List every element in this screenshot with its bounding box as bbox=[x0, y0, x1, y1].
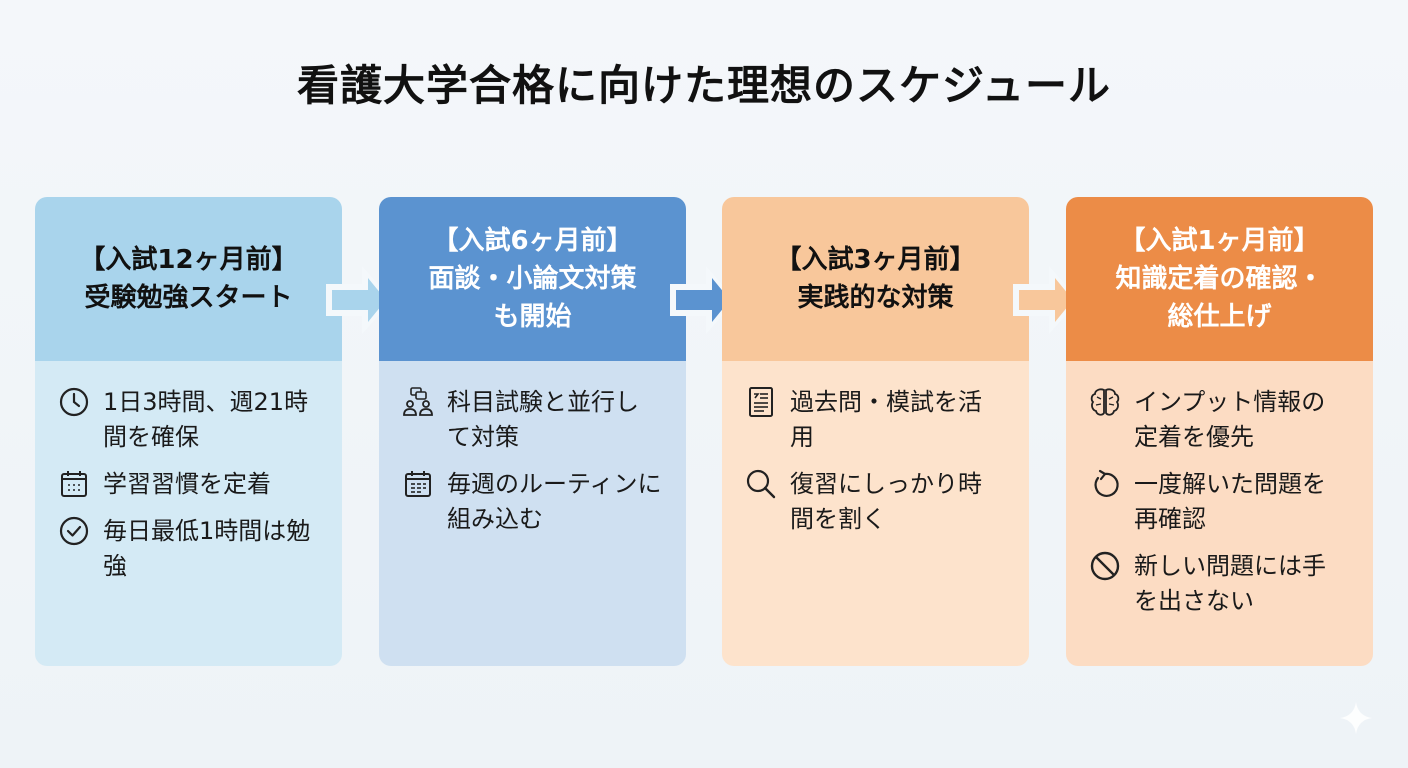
list-item: 一度解いた問題を再確認 bbox=[1088, 467, 1373, 537]
search-icon bbox=[744, 467, 778, 501]
stage-title: 面談・小論文対策 bbox=[428, 264, 637, 294]
stage-body: 1日3時間、週21時間を確保 学習習慣を定着 毎日最低1時間は勉強 bbox=[35, 361, 342, 666]
stage-body: 科目試験と並行して対策 毎週のルーティンに組み込む bbox=[379, 361, 686, 666]
stage-period: 【入試6ヶ月前】 bbox=[432, 226, 633, 256]
clock-icon bbox=[57, 385, 91, 419]
item-text: 一度解いた問題を再確認 bbox=[1134, 470, 1326, 533]
undo-icon bbox=[1088, 467, 1122, 501]
list-item: 毎週のルーティンに組み込む bbox=[401, 467, 686, 537]
item-text: 科目試験と並行して対策 bbox=[447, 388, 639, 451]
stage-header: 【入試6ヶ月前】 面談・小論文対策 も開始 bbox=[379, 197, 686, 361]
item-text: 過去問・模試を活用 bbox=[790, 388, 982, 451]
list-item: 科目試験と並行して対策 bbox=[401, 385, 686, 455]
calendar-icon bbox=[57, 467, 91, 501]
stage-title: 実践的な対策 bbox=[797, 283, 954, 313]
list-item: 新しい問題には手を出さない bbox=[1088, 549, 1373, 619]
item-text: 毎週のルーティンに組み込む bbox=[447, 470, 662, 533]
list-item: 復習にしっかり時間を割く bbox=[744, 467, 1029, 537]
arrow-right-icon bbox=[670, 262, 740, 338]
stage-body: インプット情報の定着を優先 一度解いた問題を再確認 新しい問題には手を出さない bbox=[1066, 361, 1373, 666]
arrow-right-icon bbox=[326, 262, 396, 338]
list-item: 学習習慣を定着 bbox=[57, 467, 342, 502]
list-item: 過去問・模試を活用 bbox=[744, 385, 1029, 455]
item-text: 1日3時間、週21時間を確保 bbox=[103, 388, 309, 451]
stage-header: 【入試3ヶ月前】 実践的な対策 bbox=[722, 197, 1029, 361]
stage-card-6-months: 【入試6ヶ月前】 面談・小論文対策 も開始 科目試験と並行して対策 毎週のルーテ… bbox=[379, 197, 686, 666]
stage-title: 知識定着の確認・ bbox=[1115, 264, 1324, 294]
stage-period: 【入試3ヶ月前】 bbox=[775, 245, 976, 275]
stage-card-1-month: 【入試1ヶ月前】 知識定着の確認・ 総仕上げ インプット情報の定着を優先 一度解… bbox=[1066, 197, 1373, 666]
item-text: 毎日最低1時間は勉強 bbox=[103, 517, 311, 580]
people-chat-icon bbox=[401, 385, 435, 419]
item-text: インプット情報の定着を優先 bbox=[1134, 388, 1326, 451]
stage-header: 【入試12ヶ月前】 受験勉強スタート bbox=[35, 197, 342, 361]
item-text: 復習にしっかり時間を割く bbox=[790, 470, 982, 533]
stage-title-cont: 総仕上げ bbox=[1167, 302, 1272, 332]
calendar-icon bbox=[401, 467, 435, 501]
stage-period: 【入試12ヶ月前】 bbox=[79, 245, 298, 275]
stage-title: 受験勉強スタート bbox=[84, 283, 293, 313]
list-item: 1日3時間、週21時間を確保 bbox=[57, 385, 342, 455]
stage-period: 【入試1ヶ月前】 bbox=[1119, 226, 1320, 256]
stage-card-3-months: 【入試3ヶ月前】 実践的な対策 過去問・模試を活用 復習にしっかり時間を割く bbox=[722, 197, 1029, 666]
item-text: 学習習慣を定着 bbox=[103, 470, 271, 498]
list-item: 毎日最低1時間は勉強 bbox=[57, 514, 342, 584]
arrow-right-icon bbox=[1013, 262, 1083, 338]
stage-title-cont: も開始 bbox=[493, 302, 572, 332]
list-item: インプット情報の定着を優先 bbox=[1088, 385, 1373, 455]
stage-card-12-months: 【入試12ヶ月前】 受験勉強スタート 1日3時間、週21時間を確保 学習習慣を定… bbox=[35, 197, 342, 666]
prohibit-icon bbox=[1088, 549, 1122, 583]
stage-body: 過去問・模試を活用 復習にしっかり時間を割く bbox=[722, 361, 1029, 666]
sparkle-icon bbox=[1338, 700, 1374, 736]
stage-header: 【入試1ヶ月前】 知識定着の確認・ 総仕上げ bbox=[1066, 197, 1373, 361]
check-circle-icon bbox=[57, 514, 91, 548]
page-title: 看護大学合格に向けた理想のスケジュール bbox=[296, 61, 1112, 110]
document-icon bbox=[744, 385, 778, 419]
item-text: 新しい問題には手を出さない bbox=[1134, 552, 1326, 615]
brain-icon bbox=[1088, 385, 1122, 419]
